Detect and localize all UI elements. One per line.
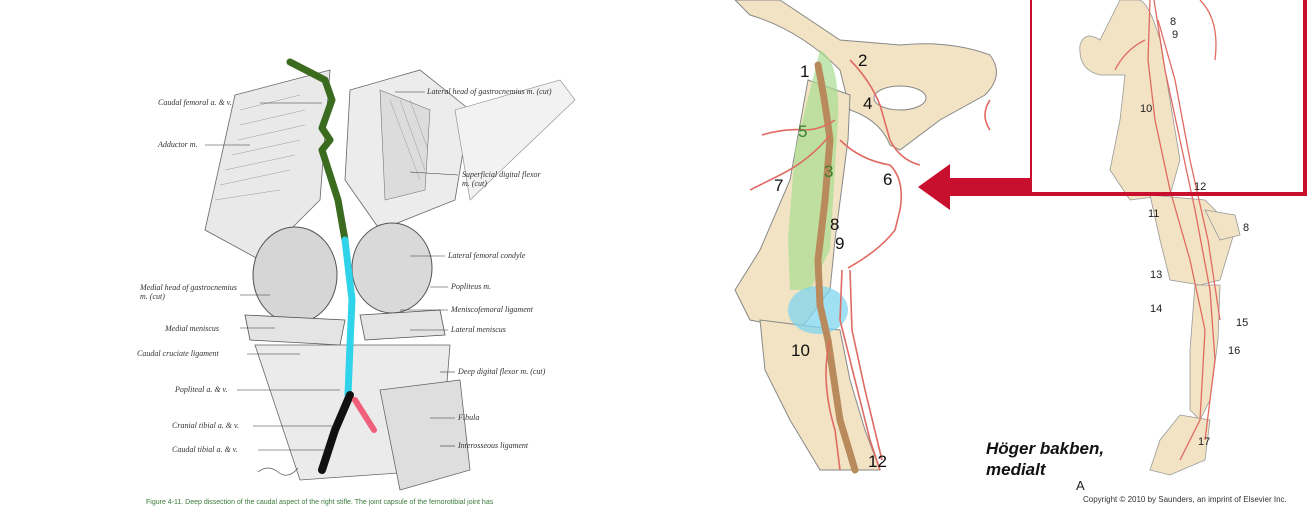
limb-figure: 8 9 10 12 11 8 13 14 15 16 17 [1028,0,1307,514]
limb-marker-8-bottom: 8 [1243,222,1250,234]
marker-1: 1 [800,62,810,81]
dissection-figure: Caudal femoral a. & v. Adductor m. Media… [137,58,576,506]
limb-marker-17: 17 [1198,436,1211,448]
marker-5: 5 [798,122,808,141]
label-medial-gastrocnemius: Medial head of gastrocnemius m. (cut) [140,283,237,301]
label-superficial-digital-flexor: Superficial digital flexor m. (cut) [462,170,541,188]
label-interosseous: Interosseous ligament [458,441,529,450]
label-caudal-cruciate: Caudal cruciate ligament [137,349,219,358]
label-medial-meniscus: Medial meniscus [165,324,219,333]
label-cranial-tibial: Cranial tibial a. & v. [172,421,239,430]
marker-2: 2 [858,51,868,70]
limb-marker-8-top: 8 [1170,16,1177,28]
dissection-drawing [204,58,576,491]
figure-caption: Figure 4-11. Deep dissection of the caud… [146,499,494,506]
limb-marker-13: 13 [1150,269,1163,281]
caption-line-1: Höger bakben, [986,439,1105,458]
pointing-arrow-icon [918,164,1030,210]
vessel-schematic: 1 2 3 4 5 6 7 8 9 10 12 [690,0,1030,514]
figure-caption-swedish: Höger bakben, medialt [986,438,1104,480]
label-fibula: Fibula [458,413,480,422]
limb-marker-14: 14 [1150,303,1163,315]
limb-marker-11: 11 [1148,208,1160,220]
limb-drawing [1028,0,1307,476]
marker-12: 12 [868,452,887,471]
limb-marker-9: 9 [1172,29,1179,41]
limb-marker-12: 12 [1194,181,1207,193]
limb-marker-10: 10 [1140,103,1153,115]
label-adductor: Adductor m. [158,140,198,149]
limb-marker-15: 15 [1236,317,1249,329]
label-caudal-femoral: Caudal femoral a. & v. [158,98,232,107]
schematic-drawing [734,0,997,474]
marker-3: 3 [824,162,834,181]
label-lateral-gastrocnemius: Lateral head of gastrocnemius m. (cut) [427,87,552,96]
label-meniscofemoral: Meniscofemoral ligament [451,305,533,314]
panel-letter: A [1076,478,1085,493]
marker-9: 9 [835,234,845,253]
label-popliteal: Popliteal a. & v. [175,385,228,394]
caption-line-2: medialt [986,460,1046,479]
limb-marker-16: 16 [1228,345,1241,357]
marker-6: 6 [883,170,893,189]
label-lateral-meniscus: Lateral meniscus [451,325,506,334]
marker-10: 10 [791,341,810,360]
label-lateral-femoral-condyle: Lateral femoral condyle [448,251,526,260]
label-caudal-tibial: Caudal tibial a. & v. [172,445,238,454]
marker-7: 7 [774,176,784,195]
label-deep-digital-flexor: Deep digital flexor m. (cut) [458,367,546,376]
label-popliteus: Popliteus m. [451,282,491,291]
marker-8: 8 [830,215,840,234]
marker-4: 4 [863,94,873,113]
copyright-notice: Copyright © 2010 by Saunders, an imprint… [1083,495,1287,504]
